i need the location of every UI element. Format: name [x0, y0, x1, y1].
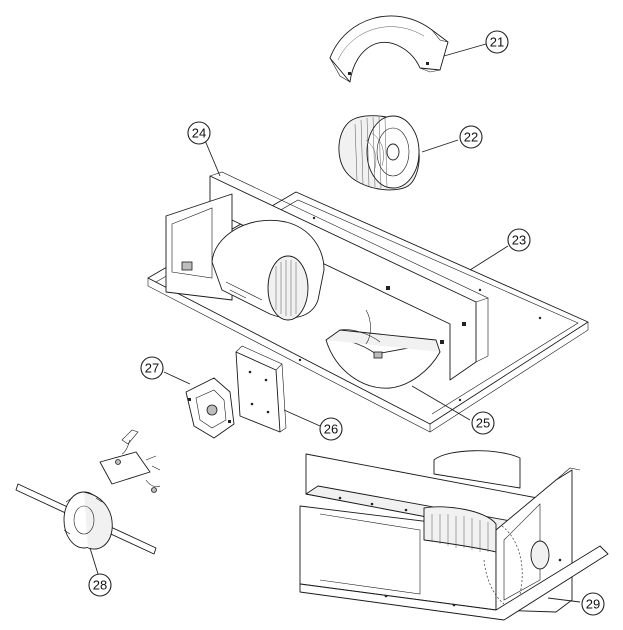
- callout-circle: [581, 592, 605, 616]
- callout-27: 27: [140, 356, 164, 380]
- callout-label: 21: [490, 35, 504, 50]
- callout-24: 24: [187, 121, 211, 145]
- blower-housing-cover: [329, 15, 449, 83]
- blower-motor: [15, 483, 157, 555]
- callout-circle: [485, 30, 509, 54]
- callout-label: 28: [93, 578, 107, 593]
- callout-28: 28: [88, 573, 112, 597]
- callout-circle: [140, 356, 164, 380]
- callout-label: 23: [512, 233, 526, 248]
- mounting-clips: [99, 429, 161, 493]
- callout-circle: [471, 411, 495, 435]
- blower-housing-lower: [325, 309, 441, 389]
- callout-label: 26: [324, 422, 338, 437]
- callout-label: 27: [145, 361, 159, 376]
- motor-bracket: [185, 377, 235, 439]
- callout-29: 29: [581, 592, 605, 616]
- callout-21: 21: [485, 30, 509, 54]
- callout-circle: [187, 121, 211, 145]
- blower-wheel: [338, 115, 420, 191]
- callout-circle: [88, 573, 112, 597]
- callout-circle: [507, 228, 531, 252]
- callout-26: 26: [319, 417, 343, 441]
- motor-mounting-plate: [235, 345, 287, 433]
- assembled-unit-detail: [299, 450, 609, 621]
- callout-label: 25: [476, 416, 490, 431]
- callout-label: 24: [192, 126, 206, 141]
- callout-22: 22: [459, 125, 483, 149]
- callout-circle: [319, 417, 343, 441]
- callout-circle: [459, 125, 483, 149]
- callout-23: 23: [507, 228, 531, 252]
- callout-label: 22: [464, 130, 478, 145]
- leader-lines: [89, 43, 581, 603]
- callout-25: 25: [471, 411, 495, 435]
- blower-housing-left: [211, 220, 325, 321]
- callout-label: 29: [586, 597, 600, 612]
